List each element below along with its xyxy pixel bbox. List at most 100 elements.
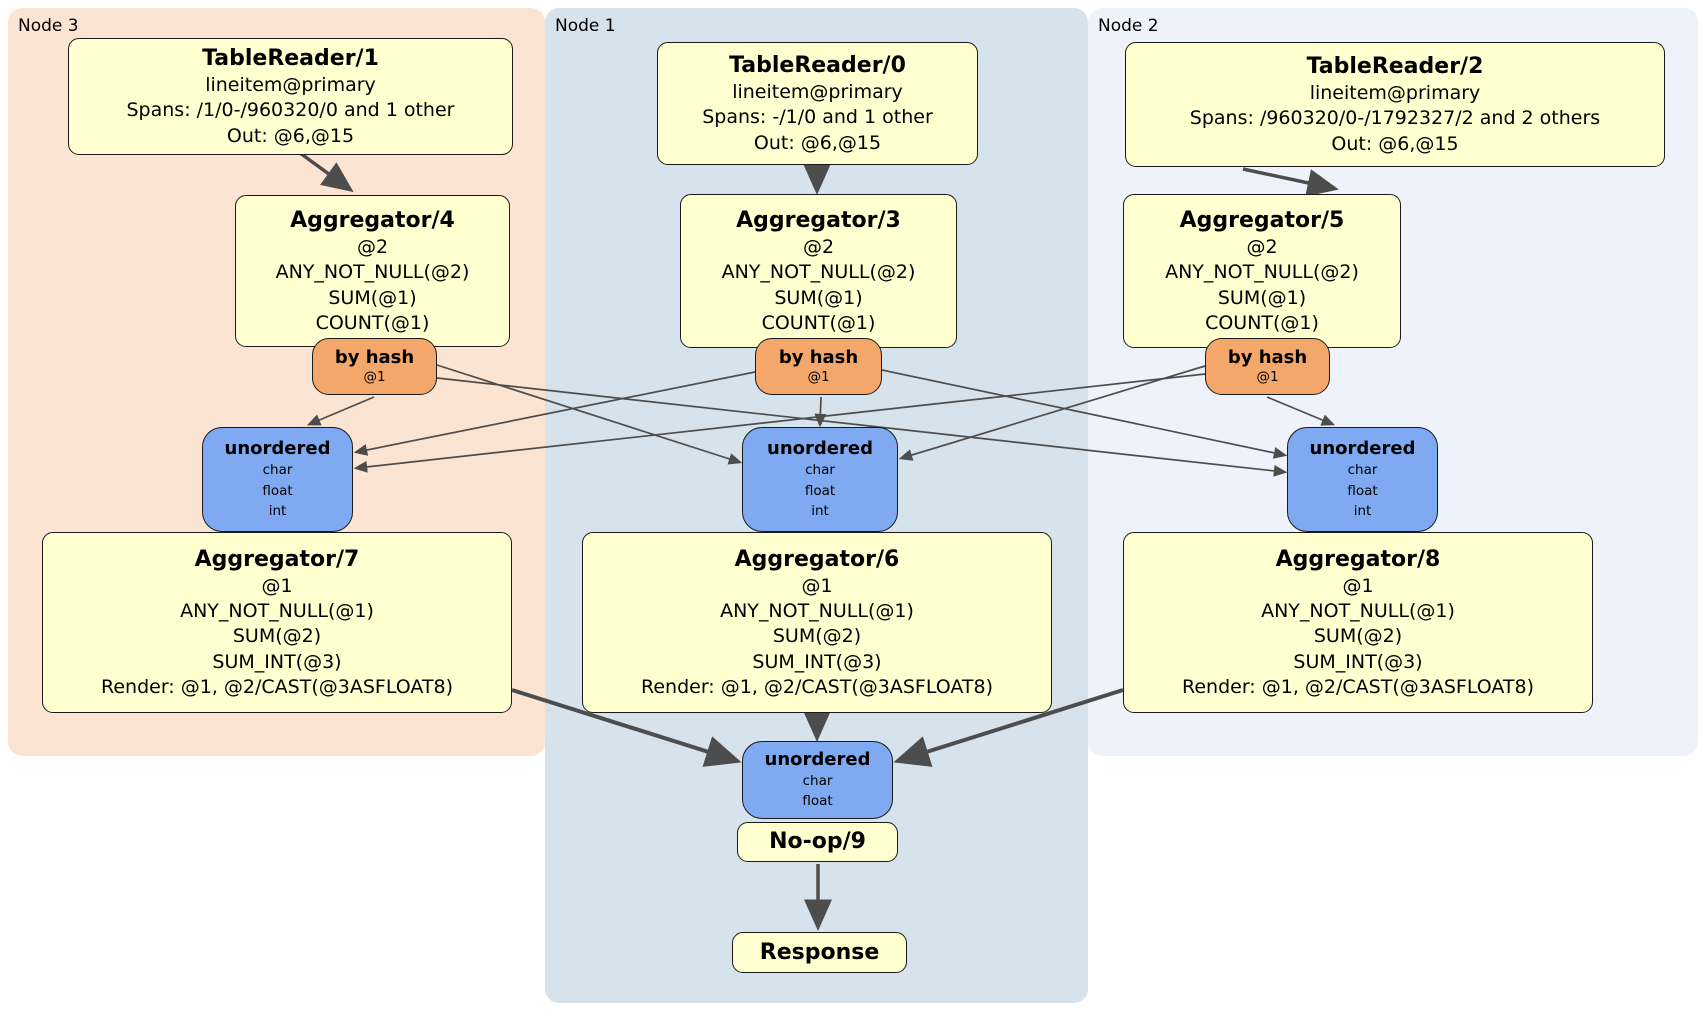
sync-unordered-1: unordered char float int <box>742 427 898 532</box>
router-title: by hash <box>1227 347 1308 369</box>
sync-item: float <box>262 482 293 499</box>
sync-item: float <box>1347 482 1378 499</box>
sync-title: unordered <box>224 437 331 459</box>
processor-title: Aggregator/3 <box>736 207 901 233</box>
edge-hash3-un2 <box>436 377 1288 477</box>
sync-item: char <box>802 773 833 789</box>
processor-line: Render: @1, @2/CAST(@3ASFLOAT8) <box>641 675 993 698</box>
processor-title: TableReader/2 <box>1306 54 1484 80</box>
processor-line: ANY_NOT_NULL(@2) <box>721 261 916 284</box>
sync-item: int <box>811 502 829 519</box>
sync-unordered-3: unordered char float int <box>202 427 353 532</box>
processor-line: Render: @1, @2/CAST(@3ASFLOAT8) <box>101 675 453 698</box>
edge-hash2-un1 <box>898 365 1206 461</box>
processor-title: Aggregator/6 <box>734 546 900 572</box>
processor-tablereader-1: TableReader/1 lineitem@primary Spans: /1… <box>68 38 513 155</box>
router-key: @1 <box>363 368 386 385</box>
sync-unordered-2: unordered char float int <box>1287 427 1438 532</box>
processor-line: COUNT(@1) <box>1205 311 1319 334</box>
router-by-hash-2: by hash @1 <box>1205 338 1330 395</box>
processor-line: ANY_NOT_NULL(@2) <box>275 261 470 284</box>
sync-unordered-final: unordered char float <box>742 741 893 819</box>
processor-line: @1 <box>1342 574 1374 597</box>
processor-line: Spans: -/1/0 and 1 other <box>702 106 933 129</box>
edge-hash1-un3 <box>353 371 756 456</box>
processor-title: No-op/9 <box>769 829 866 855</box>
edge-tr2-agg5 <box>1242 167 1339 197</box>
processor-line: Spans: /960320/0-/1792327/2 and 2 others <box>1189 107 1601 130</box>
processor-line: COUNT(@1) <box>315 311 430 334</box>
processor-line: SUM_INT(@3) <box>752 650 882 673</box>
router-key: @1 <box>807 368 830 385</box>
sync-title: unordered <box>767 437 873 459</box>
processor-line: COUNT(@1) <box>761 311 876 334</box>
sync-item: char <box>262 462 293 479</box>
sync-title: unordered <box>1309 437 1416 459</box>
region-node1-label: Node 1 <box>555 16 616 36</box>
processor-line: ANY_NOT_NULL(@1) <box>180 600 374 623</box>
processor-line: ANY_NOT_NULL(@1) <box>720 600 914 623</box>
router-key: @1 <box>1256 368 1279 385</box>
processor-line: @2 <box>1246 235 1278 258</box>
processor-line: @2 <box>802 235 835 258</box>
edge-agg7-unfinal <box>511 688 742 767</box>
sync-item: char <box>805 462 835 479</box>
edge-hash3-un3 <box>306 396 375 426</box>
processor-line: SUM(@1) <box>328 286 417 309</box>
processor-line: lineitem@primary <box>205 74 376 97</box>
processor-tablereader-0: TableReader/0 lineitem@primary Spans: -/… <box>657 42 978 165</box>
processor-line: ANY_NOT_NULL(@1) <box>1261 600 1455 623</box>
processor-line: SUM(@1) <box>774 286 863 309</box>
processor-line: SUM(@2) <box>1313 625 1403 648</box>
router-title: by hash <box>778 347 859 369</box>
processor-aggregator-8: Aggregator/8 @1 ANY_NOT_NULL(@1) SUM(@2)… <box>1123 532 1593 713</box>
router-by-hash-1: by hash @1 <box>755 338 882 395</box>
processor-line: SUM(@1) <box>1217 286 1307 309</box>
processor-line: Out: @6,@15 <box>753 131 882 154</box>
processor-title: Aggregator/5 <box>1179 207 1345 233</box>
edge-hash1-un1 <box>814 396 827 428</box>
processor-aggregator-4: Aggregator/4 @2 ANY_NOT_NULL(@2) SUM(@1)… <box>235 195 510 347</box>
processor-aggregator-6: Aggregator/6 @1 ANY_NOT_NULL(@1) SUM(@2)… <box>582 532 1052 713</box>
region-node2-label: Node 2 <box>1098 16 1159 36</box>
processor-title: Aggregator/4 <box>290 207 455 233</box>
router-by-hash-3: by hash @1 <box>312 338 437 395</box>
processor-tablereader-2: TableReader/2 lineitem@primary Spans: /9… <box>1125 42 1665 167</box>
sync-item: float <box>802 793 833 810</box>
edge-hash3-un1 <box>436 364 743 465</box>
processor-line: SUM_INT(@3) <box>212 650 342 673</box>
edge-hash1-un2 <box>881 369 1288 459</box>
processor-line: lineitem@primary <box>732 81 903 104</box>
processor-response: Response <box>732 932 907 973</box>
region-node3-label: Node 3 <box>18 16 79 36</box>
sync-title: unordered <box>764 748 871 770</box>
router-title: by hash <box>334 347 415 369</box>
processor-aggregator-3: Aggregator/3 @2 ANY_NOT_NULL(@2) SUM(@1)… <box>680 194 957 348</box>
processor-title: TableReader/0 <box>729 53 906 79</box>
processor-title: Response <box>759 939 880 965</box>
processor-line: Spans: /1/0-/960320/0 and 1 other <box>126 99 455 122</box>
sync-item: int <box>1353 502 1372 519</box>
processor-line: SUM_INT(@3) <box>1293 650 1423 673</box>
edge-hash2-un3 <box>353 373 1206 473</box>
processor-aggregator-7: Aggregator/7 @1 ANY_NOT_NULL(@1) SUM(@2)… <box>42 532 512 713</box>
processor-title: Aggregator/7 <box>194 546 360 572</box>
sync-item: float <box>804 482 836 499</box>
processor-line: Out: @6,@15 <box>226 124 355 147</box>
edge-hash2-un2 <box>1266 396 1336 426</box>
processor-line: lineitem@primary <box>1309 82 1481 105</box>
processor-noop-9: No-op/9 <box>737 822 898 862</box>
edge-agg8-unfinal <box>893 688 1124 767</box>
edge-tr1-agg4 <box>298 151 354 193</box>
processor-title: TableReader/1 <box>202 46 379 72</box>
processor-line: ANY_NOT_NULL(@2) <box>1165 261 1359 284</box>
processor-line: SUM(@2) <box>232 625 322 648</box>
processor-line: Render: @1, @2/CAST(@3ASFLOAT8) <box>1182 675 1534 698</box>
processor-aggregator-5: Aggregator/5 @2 ANY_NOT_NULL(@2) SUM(@1)… <box>1123 194 1401 348</box>
sync-item: char <box>1347 462 1378 479</box>
processor-line: @1 <box>261 574 293 597</box>
sync-item: int <box>268 502 287 519</box>
processor-line: @1 <box>801 574 833 597</box>
